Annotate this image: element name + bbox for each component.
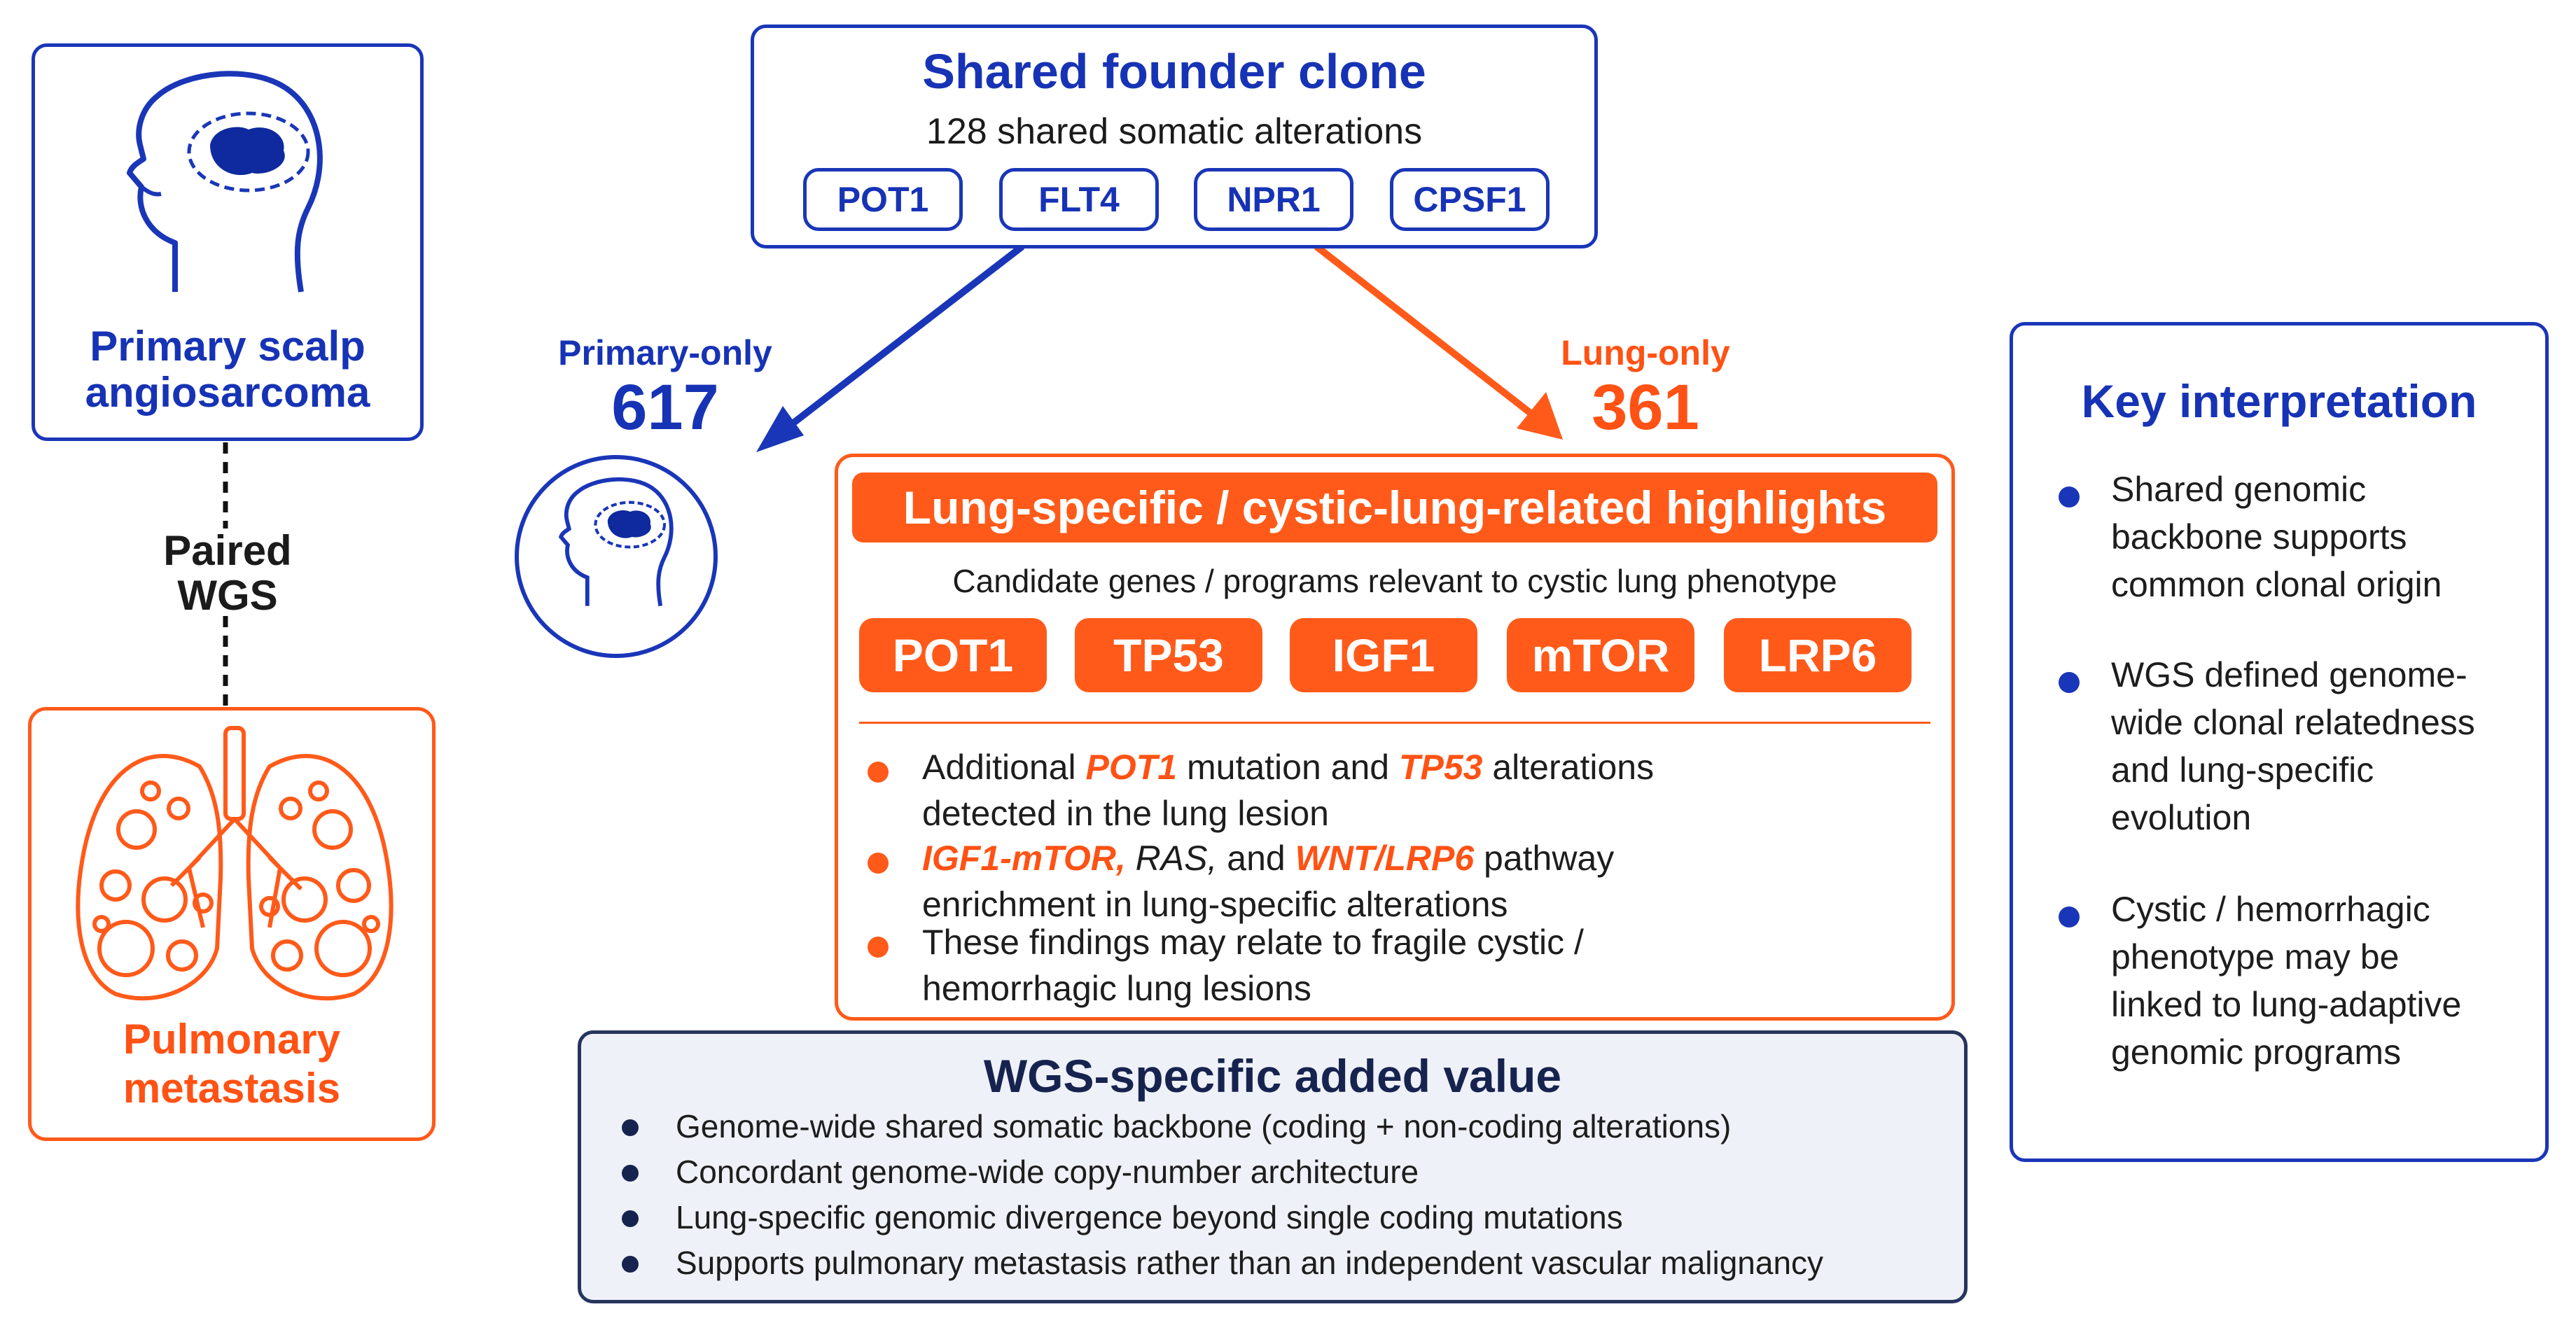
primary-only-arrow	[774, 244, 1025, 438]
founder-gene-chip: FLT4	[999, 168, 1159, 231]
metastasis-box: Pulmonary metastasis	[28, 707, 436, 1141]
lungs-icon	[76, 726, 394, 1001]
lung-panel-header: Lung-specific / cystic-lung-related high…	[852, 472, 1937, 542]
lung-only-arrow	[1314, 244, 1547, 426]
lung-gene-chip: mTOR	[1507, 618, 1694, 692]
founder-gene-chip: CPSF1	[1390, 168, 1550, 231]
bullet-dot	[622, 1210, 639, 1227]
wgs-item: Genome-wide shared somatic backbone (cod…	[676, 1108, 1732, 1144]
bullet-dot	[2059, 906, 2080, 927]
meta-label-line1: Pulmonary	[123, 1016, 341, 1063]
head-brain-circle-icon	[515, 455, 718, 658]
bullet-dot	[2059, 672, 2080, 693]
wgs-title: WGS-specific added value	[983, 1050, 1562, 1102]
paired-label-line2: WGS	[177, 572, 278, 619]
head-brain-icon	[127, 71, 323, 293]
founder-clone-box: Shared founder clone 128 shared somatic …	[751, 24, 1598, 248]
wgs-value-box: WGS-specific added value Genome-wide sha…	[578, 1030, 1968, 1303]
primary-tumor-box: Primary scalp angiosarcoma	[32, 43, 424, 441]
lung-gene-chip: TP53	[1075, 618, 1262, 692]
founder-title: Shared founder clone	[922, 44, 1426, 99]
founder-subtitle: 128 shared somatic alterations	[926, 111, 1423, 152]
lung-gene-chip: IGF1	[1290, 618, 1477, 692]
bullet-dot	[622, 1256, 639, 1273]
lung-bullet-3: These findings may relate to fragile cys…	[922, 923, 1584, 1008]
lung-gene-chip: LRP6	[1724, 618, 1912, 692]
meta-label-line2: metastasis	[123, 1065, 341, 1112]
wgs-item: Supports pulmonary metastasis rather tha…	[676, 1245, 1824, 1281]
paired-wgs-label: Paired WGS	[126, 528, 329, 618]
bullet-dot	[2059, 486, 2080, 507]
founder-gene-chip: POT1	[803, 168, 963, 231]
primary-only-count: 617	[611, 372, 719, 443]
lung-only-arrowhead	[1517, 392, 1563, 440]
lung-gene-chip: POT1	[859, 618, 1047, 692]
lung-only-label: Lung-only	[1561, 333, 1730, 372]
primary-only-arrowhead	[756, 406, 804, 452]
lung-panel-header-text: Lung-specific / cystic-lung-related high…	[903, 482, 1887, 533]
primary-label-line1: Primary scalp	[90, 323, 365, 370]
lung-bullet-1: Additional POT1 mutation and TP53 altera…	[922, 748, 1655, 833]
lung-panel-divider	[859, 722, 1930, 724]
bullet-dot	[868, 762, 889, 783]
primary-only-label: Primary-only	[558, 333, 772, 372]
bullet-dot	[868, 853, 889, 874]
bullet-dot	[622, 1119, 639, 1136]
paired-label-line1: Paired	[163, 527, 292, 574]
lung-bullet-2: IGF1-mTOR, RAS, and WNT/LRP6 pathway enr…	[922, 839, 1615, 924]
lung-only-count: 361	[1592, 372, 1699, 443]
wgs-item: Lung-specific genomic divergence beyond …	[676, 1199, 1623, 1236]
key-item-2: WGS defined genome-wide clonal relatedne…	[2111, 655, 2475, 837]
lung-highlights-panel: Lung-specific / cystic-lung-related high…	[835, 454, 1955, 1021]
bullet-dot	[622, 1165, 639, 1182]
lung-panel-subtitle: Candidate genes / programs relevant to c…	[952, 563, 1837, 599]
bullet-dot	[868, 937, 889, 958]
primary-label-line2: angiosarcoma	[85, 369, 370, 416]
wgs-item: Concordant genome-wide copy-number archi…	[676, 1154, 1419, 1190]
founder-gene-chip: NPR1	[1194, 168, 1353, 231]
key-title: Key interpretation	[2081, 375, 2477, 427]
